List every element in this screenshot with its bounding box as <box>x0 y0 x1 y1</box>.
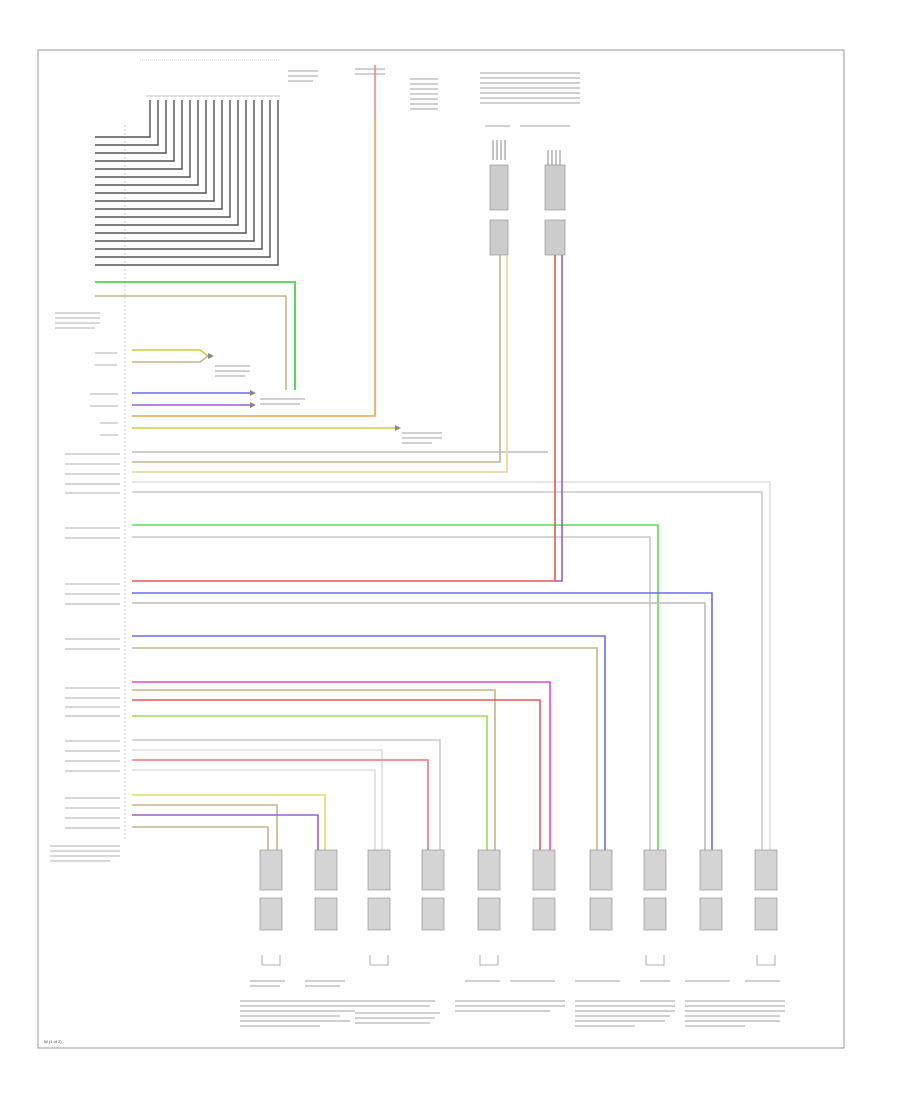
bottom-connectors <box>259 849 778 931</box>
wire-pink-1 <box>132 681 551 850</box>
footer-label: W (1 of 2) <box>44 1039 62 1044</box>
wire-blue-2 <box>132 592 713 850</box>
wire-purple-3 <box>132 814 319 850</box>
wire-arrows <box>208 353 401 431</box>
wire-gray-8 <box>132 769 376 850</box>
wire-tan-5 <box>132 647 598 850</box>
wire-gray-6 <box>132 739 441 850</box>
wire-yellow-3 <box>132 794 326 850</box>
wire-yellow-1 <box>132 349 209 357</box>
diagram-frame <box>37 49 845 1049</box>
wire-tan-6 <box>132 689 496 850</box>
black-wire-bundle <box>95 100 279 266</box>
wire-tan-1 <box>95 295 287 390</box>
wire-tan-4 <box>132 255 508 473</box>
wire-gray-4 <box>132 536 651 850</box>
wire-purple-2 <box>555 255 563 582</box>
bottom-captions <box>240 980 785 1027</box>
top-right-connectors <box>492 140 561 170</box>
sensor-brackets <box>261 955 776 966</box>
callout-labels <box>215 365 442 444</box>
wire-gray-3 <box>132 491 763 850</box>
wire-green-2 <box>132 524 659 850</box>
wire-gray-5 <box>132 602 706 850</box>
wire-red-3 <box>132 759 429 850</box>
top-labels <box>288 68 580 127</box>
wire-red-1 <box>132 255 556 582</box>
wire-tan-8 <box>132 826 269 850</box>
module-pin-labels <box>50 312 120 862</box>
wire-red-2 <box>132 699 541 850</box>
wire-gray-7 <box>132 749 383 850</box>
colored-wires <box>95 65 771 850</box>
wire-gray-2 <box>132 481 771 850</box>
wire-green-3 <box>132 715 488 850</box>
wire-tan-3 <box>132 255 501 463</box>
wire-blue-3 <box>132 635 606 850</box>
top-right-plugs <box>489 164 566 256</box>
wire-tan-2 <box>132 355 209 363</box>
wire-green-1 <box>95 281 296 390</box>
wire-orange-1 <box>132 120 376 417</box>
wire-tan-7 <box>132 804 278 850</box>
